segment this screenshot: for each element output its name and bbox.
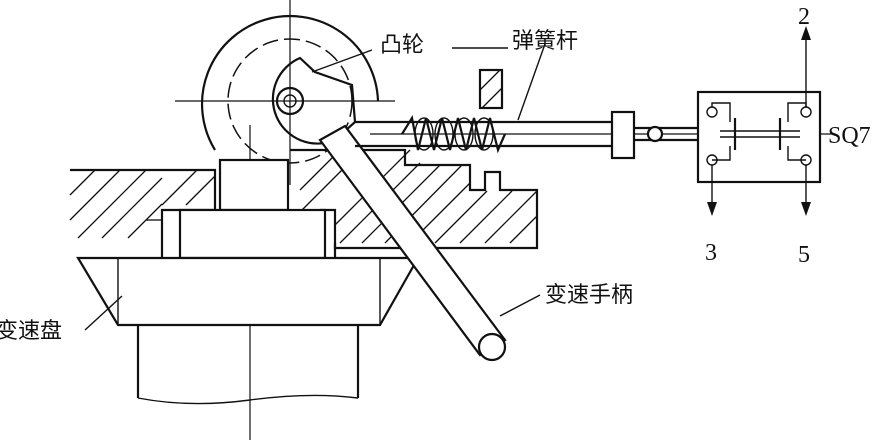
switch-label: SQ7	[828, 123, 871, 149]
spring-rod	[355, 110, 700, 160]
speed-disc-label: 变速盘	[0, 319, 62, 344]
cam-label: 凸轮	[380, 33, 424, 58]
terminal-3-label: 3	[705, 240, 717, 266]
limit-switch-sq7	[696, 90, 822, 184]
cam	[200, 14, 380, 164]
shaft-and-disc	[76, 158, 420, 405]
terminal-2-label: 2	[798, 4, 810, 30]
stop-block	[478, 68, 504, 110]
terminal-arrows	[707, 26, 811, 216]
terminal-5-label: 5	[798, 242, 810, 268]
shift-handle-lever	[318, 124, 507, 362]
shift-handle-label: 变速手柄	[545, 283, 633, 308]
spring-rod-label: 弹簧杆	[512, 29, 578, 54]
coil-spring	[401, 115, 507, 154]
leader-lines	[84, 43, 546, 331]
